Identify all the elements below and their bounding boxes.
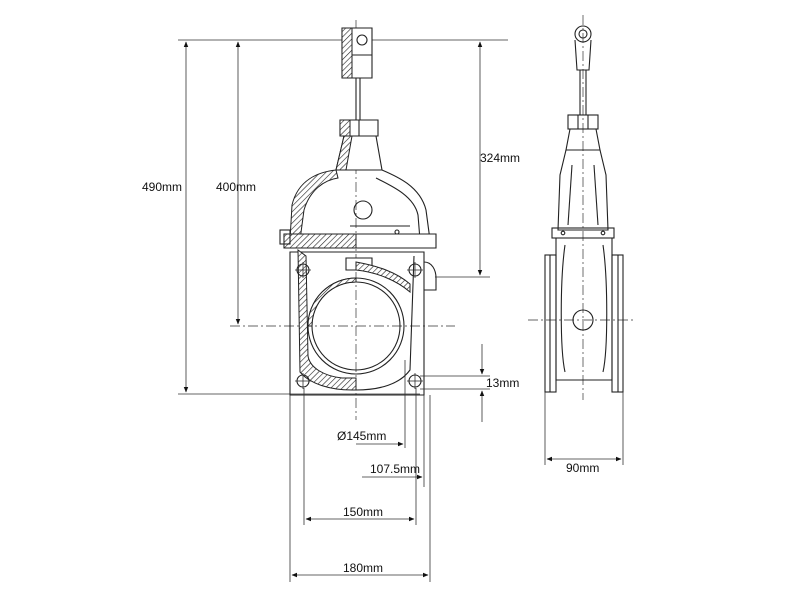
dim-overall-height-label: 490mm bbox=[142, 180, 182, 194]
front-view: 490mm 400mm 324mm 13mm Ø145mm 107.5mm 15… bbox=[142, 20, 520, 582]
side-view: 90mm bbox=[528, 15, 636, 475]
dim-flange-width-label: 180mm bbox=[343, 561, 383, 575]
dim-bore-label: Ø145mm bbox=[337, 429, 386, 443]
dim-face-to-face-label: 90mm bbox=[566, 461, 599, 475]
side-bonnet-flange bbox=[551, 227, 615, 239]
dim-half-flange-label: 107.5mm bbox=[370, 462, 420, 476]
stem-clevis bbox=[341, 27, 373, 120]
valve-body bbox=[289, 248, 437, 396]
side-bonnet-body bbox=[557, 149, 609, 231]
side-stem-eye bbox=[574, 25, 592, 43]
bonnet-body bbox=[289, 169, 431, 241]
dim-center-height-label: 400mm bbox=[216, 180, 256, 194]
bonnet-nut bbox=[335, 119, 383, 171]
dim-flange-thickness-label: 13mm bbox=[486, 376, 519, 390]
dim-bolt-circle-label: 150mm bbox=[343, 505, 383, 519]
side-stem-boss bbox=[572, 309, 594, 331]
side-valve-body bbox=[555, 238, 613, 381]
bonnet-flange bbox=[279, 229, 437, 249]
dim-stem-height-label: 324mm bbox=[480, 151, 520, 165]
